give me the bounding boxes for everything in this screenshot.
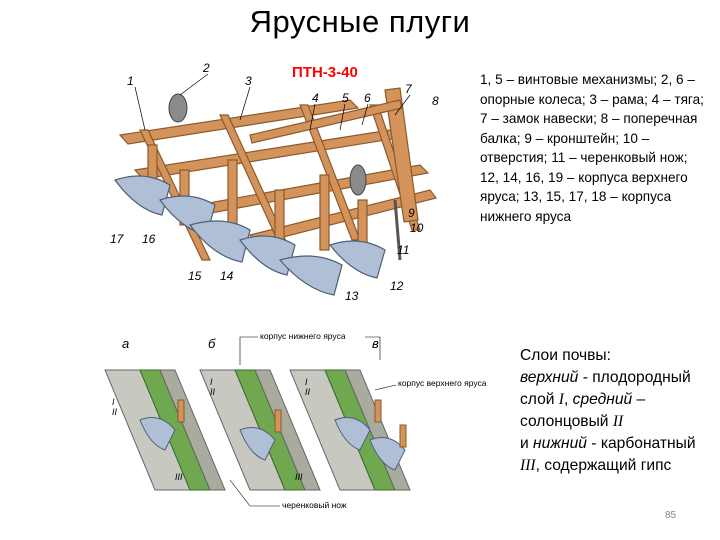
legend-description: 1, 5 – винтовые механизмы; 2, 6 – опорны… [480,70,706,226]
numeral-a-3: III [175,472,183,482]
callout-15: 15 [188,269,202,283]
soil-upper-word: верхний [520,369,578,386]
soil-lower-word: нижний [533,435,587,452]
plow-body-13 [280,256,342,295]
callout-2: 2 [202,61,210,75]
scheme-letter-b: б [208,336,216,351]
soil-layer-schemes: а б в I II III I II III I II [100,330,510,530]
numeral-b-2: II [210,387,216,397]
callout-4: 4 [312,91,319,105]
callout-16: 16 [142,232,156,246]
support-wheel-2 [350,165,366,195]
numeral-a-2: II [112,407,118,417]
scheme-letter-v: в [372,336,379,351]
callout-17: 17 [110,232,125,246]
tiered-plow-illustration: 1 2 3 4 5 6 7 8 9 10 11 12 13 14 15 16 1… [100,60,470,310]
soil-layers-text: Слои почвы: верхний - плодородный слой I… [520,345,710,477]
numeral-b-3: III [295,472,303,482]
callout-14: 14 [220,269,234,283]
scheme-letter-a: а [122,336,129,351]
plow-body-17 [115,176,170,215]
label-lower-body: корпус нижнего яруса [260,331,346,341]
label-upper-body: корпус верхнего яруса [398,378,487,388]
support-wheel-1 [169,94,187,122]
plow-body-14 [240,236,295,275]
slide-title: Ярусные плуги [0,4,720,40]
callout-5: 5 [342,91,349,105]
callout-6: 6 [364,91,371,105]
numeral-a-1: I [112,397,115,407]
callout-8: 8 [432,94,439,108]
label-coulter: черенковый нож [282,500,347,510]
callout-13: 13 [345,289,359,303]
standard-5 [320,175,329,250]
standard-3 [228,160,237,230]
callout-7: 7 [405,82,413,96]
callout-3: 3 [245,74,252,88]
callout-10: 10 [410,221,424,235]
soil-middle-word: средний [573,391,633,408]
soil-heading: Слои почвы [520,347,607,364]
callout-1: 1 [127,74,134,88]
callout-11: 11 [397,243,409,257]
callout-12: 12 [390,279,404,293]
callout-9: 9 [408,206,415,220]
numeral-v-2: II [305,387,311,397]
page-number: 85 [665,510,676,521]
